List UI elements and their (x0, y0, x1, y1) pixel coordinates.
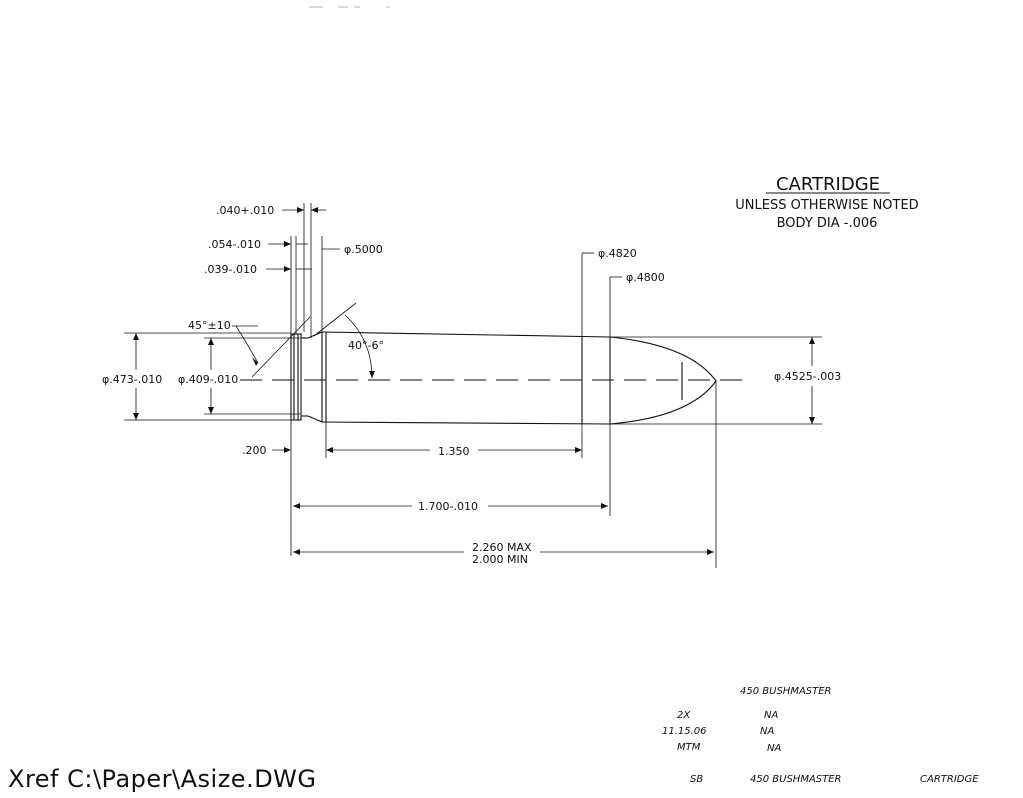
rev-part-name: 450 BUSHMASTER (740, 686, 832, 697)
dim-bullet-dia: φ.4525-.003 (774, 370, 841, 383)
rev-na-2: NA (760, 726, 774, 737)
dim-rim-thickness: .040+.010 (216, 204, 274, 217)
dim-oal-min: 2.000 MIN (472, 553, 528, 566)
dim-groove-width-2: .039-.010 (204, 263, 257, 276)
cartridge-outline (290, 331, 717, 425)
dim-mouth-dia-1: φ.4820 (598, 247, 637, 260)
dim-groove-width: .054-.010 (208, 238, 261, 251)
dim-case-length: 1.700-.010 (418, 500, 478, 513)
rev-na-1: NA (764, 710, 778, 721)
dim-groove-dia: φ.409-.010 (178, 373, 238, 386)
note-line-2: BODY DIA -.006 (777, 216, 878, 231)
xref-path: Xref C:\Paper\Asize.DWG (8, 765, 317, 793)
dim-rim-dia: φ.5000 (344, 243, 383, 256)
note-line-1: UNLESS OTHERWISE NOTED (735, 198, 918, 213)
rev-na-3: NA (767, 743, 781, 754)
dimension-labels: .040+.010 .054-.010 .039-.010 φ.5000 45°… (102, 204, 841, 566)
dim-oal-max: 2.260 MAX (472, 541, 532, 554)
rev-scale: 2X (677, 710, 691, 721)
dim-groove-angle: 40°-6° (348, 339, 384, 352)
rev-part-name-2: 450 BUSHMASTER (750, 774, 842, 785)
drawing-title: CARTRIDGE (776, 174, 880, 195)
dim-rim-dia-2: φ.473-.010 (102, 373, 162, 386)
rev-date: 11.15.06 (662, 726, 707, 737)
dim-body-length: 1.350 (438, 445, 470, 458)
rev-type: CARTRIDGE (920, 774, 979, 785)
rev-drawn-by: MTM (677, 742, 701, 753)
dim-head-length: .200 (242, 444, 267, 457)
arrowheads (133, 207, 815, 555)
dim-chamfer-angle: 45°±10 (188, 319, 231, 332)
rev-sb: SB (690, 774, 703, 785)
revision-block: 450 BUSHMASTER 2X NA 11.15.06 NA MTM NA … (662, 686, 979, 785)
dim-mouth-dia-2: φ.4800 (626, 271, 665, 284)
